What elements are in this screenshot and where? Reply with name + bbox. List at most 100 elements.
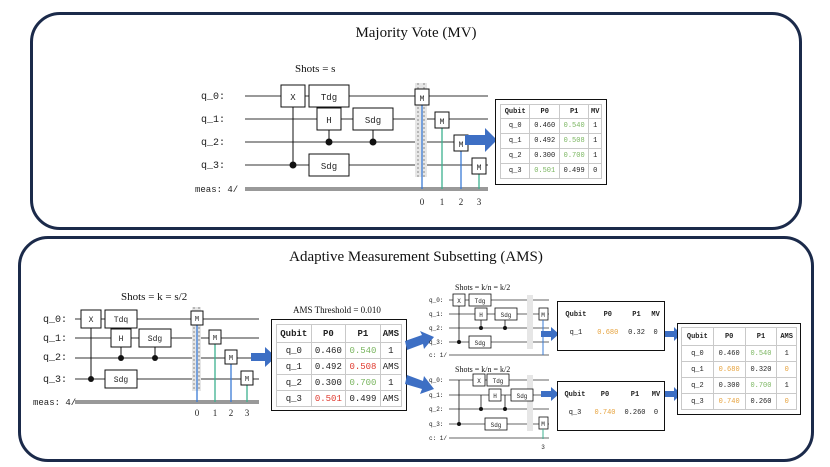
measure-gate: M: [195, 316, 199, 324]
table-cell: 0.260: [744, 393, 778, 410]
table-cell: 0.508: [558, 133, 590, 149]
ams-qubit-label: q_3:: [43, 375, 67, 386]
table-cell: 0.260: [624, 409, 646, 417]
table-header: AMS: [379, 324, 403, 343]
table-cell: q_3: [568, 409, 582, 417]
table-cell: 0.460: [712, 345, 746, 362]
measure-gate: M: [477, 164, 482, 173]
mv-qubit-label: q_2:: [201, 138, 225, 149]
table-cell: 0.740: [594, 409, 616, 417]
table-header: MV: [588, 104, 602, 119]
ams-threshold: AMS Threshold = 0.010: [293, 305, 381, 315]
table-cell: 0: [653, 329, 658, 337]
measure-gate: M: [541, 421, 545, 428]
mv-qubit-label: q_3:: [201, 161, 225, 172]
table-row: q_1 0.680 0.320 0: [681, 361, 797, 378]
arrow-icon: [541, 387, 559, 401]
table-header: P1: [744, 327, 778, 346]
sub1-result-box: Qubit P0 P1 MV q_1 0.680 0.32 0: [557, 301, 665, 351]
tdg-gate: Tdq: [114, 316, 129, 325]
sub1-circuit: q_0: q_1: q_2: q_3: c: 1/ X Tdg H Sdg Sd…: [429, 293, 549, 359]
arrow-icon: [541, 327, 559, 341]
mv-meas-label: meas: 4/: [195, 185, 238, 195]
meas-label: c: 1/: [429, 352, 447, 359]
table-header: P1: [558, 104, 590, 119]
measure-gate: M: [541, 312, 545, 319]
table-header: Qubit: [564, 391, 586, 399]
table-cell: q_1: [276, 358, 312, 375]
table-row: q_1 0.492 0.508 1: [499, 133, 602, 149]
table-cell: 0.300: [529, 148, 560, 164]
table-cell: 0.700: [558, 148, 590, 164]
sdg-gate: Sdg: [475, 340, 486, 347]
sub2-result-table: Qubit P0 P1 MV q_3 0.740 0.260 0: [560, 386, 662, 422]
table-cell: 0: [776, 361, 797, 378]
arrow-icon: [405, 375, 434, 394]
table-cell: 1: [588, 118, 602, 134]
table-header: P1: [632, 311, 641, 319]
arrow-icon: [251, 347, 276, 367]
sub1-result-table: Qubit P0 P1 MV q_1 0.680 0.32 0: [560, 306, 662, 342]
measure-gate: M: [229, 355, 233, 363]
sdg-gate: Sdg: [491, 422, 502, 429]
meas-index: 3: [477, 197, 482, 207]
meas-index: 0: [195, 408, 200, 418]
qubit-label: q_0:: [429, 377, 443, 384]
qubit-label: q_0:: [429, 297, 443, 304]
table-cell: q_3: [276, 390, 312, 407]
table-cell: 0.508: [345, 358, 381, 375]
x-gate: X: [457, 298, 461, 305]
table-row: q_3 0.501 0.499 AMS: [276, 390, 403, 407]
ams-qubit-label: q_2:: [43, 353, 67, 364]
sdg-gate: Sdg: [517, 393, 528, 400]
table-cell: 0.540: [345, 342, 381, 359]
table-cell: q_2: [276, 374, 312, 391]
table-cell: 0: [776, 393, 797, 410]
ams-circuit: q_0: q_1: q_2: q_3: meas: 4/: [33, 307, 259, 418]
table-header: P0: [310, 324, 347, 343]
tdg-gate: Tdg: [493, 378, 504, 385]
table-row: q_1 0.492 0.508 AMS: [276, 358, 403, 375]
arrow-icon: [405, 331, 434, 350]
mv-title: Majority Vote (MV): [355, 25, 477, 41]
qubit-label: q_1:: [429, 392, 443, 399]
ams-meas-label: meas: 4/: [33, 398, 76, 408]
table-row: q_2 0.300 0.700 1: [276, 374, 403, 391]
meas-index: 3: [245, 408, 250, 418]
table-cell: q_1: [499, 133, 531, 149]
arrow-icon: [465, 128, 497, 152]
table-cell: 0.501: [310, 390, 347, 407]
h-gate: H: [479, 312, 483, 319]
table-header: P0: [712, 327, 746, 346]
tdg-gate: Tdg: [321, 93, 337, 103]
table-cell: 0.492: [529, 133, 560, 149]
mv-result-box: Qubit P0 P1 MV q_0 0.460 0.540 1 q_1 0.4…: [495, 99, 607, 185]
table-cell: 0: [588, 163, 602, 179]
table-header: P1: [345, 324, 381, 343]
ams-panel: Adaptive Measurement Subsetting (AMS) Sh…: [18, 236, 814, 462]
table-cell: 1: [776, 345, 797, 362]
qubit-label: q_3:: [429, 421, 443, 428]
table-cell: 0.300: [712, 377, 746, 394]
table-header: P0: [529, 104, 560, 119]
table-header: AMS: [776, 327, 797, 346]
meas-index: 0: [420, 197, 425, 207]
meas-index: 1: [440, 197, 445, 207]
table-header: MV: [651, 391, 661, 399]
table-cell: 0.499: [558, 163, 590, 179]
qubit-label: q_2:: [429, 325, 443, 332]
ams-result-table: Qubit P0 P1 AMS q_0 0.460 0.540 1 q_1 0.…: [276, 324, 403, 407]
table-cell: 0.700: [345, 374, 381, 391]
sdg-gate: Sdg: [365, 116, 381, 126]
table-cell: 0.740: [712, 393, 746, 410]
ams-qubit-label: q_1:: [43, 334, 67, 345]
table-header: Qubit: [276, 324, 312, 343]
table-row: q_3 0.501 0.499 0: [499, 163, 602, 179]
tdg-gate: Tdg: [475, 298, 486, 305]
x-gate: X: [290, 93, 296, 103]
x-gate: X: [89, 316, 94, 325]
table-header: MV: [651, 311, 660, 319]
table-header: P1: [630, 391, 640, 399]
final-result-box: Qubit P0 P1 AMS q_0 0.460 0.540 1 q_1 0.…: [677, 323, 801, 415]
table-cell: q_1: [681, 361, 714, 378]
